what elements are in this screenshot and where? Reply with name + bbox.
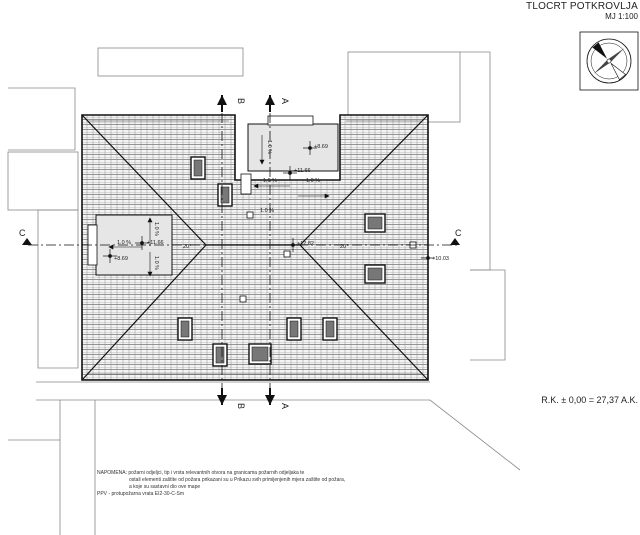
elevation-label: +8.69 <box>114 256 128 262</box>
section-label-c-right: C <box>455 228 462 238</box>
elevation-marker <box>421 251 435 265</box>
slope-label: 1.0 % <box>266 140 272 154</box>
roof-window <box>212 343 228 367</box>
section-label-b-bottom: B <box>236 403 246 409</box>
elevation-marker <box>283 166 297 180</box>
section-label-a-bottom: A <box>280 403 290 409</box>
roof-window <box>248 343 272 365</box>
slope-label: 1.0 % <box>117 240 131 246</box>
note-line: ostali elementi zaštite od požara prikaz… <box>129 477 346 483</box>
roof-window <box>364 264 386 284</box>
roof-window <box>177 317 193 341</box>
section-marker-c-right: C <box>450 228 462 245</box>
section-marker-b-bottom: B <box>217 388 246 409</box>
elevation-label: +8.69 <box>314 144 328 150</box>
elevation-marker <box>286 238 300 252</box>
main-roof <box>81 114 429 381</box>
section-lines <box>28 95 458 405</box>
section-label-b-top: B <box>236 98 246 104</box>
note-line: a koje su sastavni dio ove mape <box>129 484 201 490</box>
elevation-markers <box>103 141 435 265</box>
roof-window <box>217 183 233 207</box>
slope-label: 1.0 % <box>263 178 277 184</box>
section-marker-a-top: A <box>265 95 290 112</box>
elevation-label: +11.66 <box>147 240 164 246</box>
roof-window <box>190 156 206 180</box>
north-arrow-compass-icon <box>579 31 639 91</box>
drawing-title: TLOCRT POTKROVLJA <box>526 1 638 12</box>
reference-elevation: R.K. ± 0,00 = 27,37 A.K. <box>541 395 638 405</box>
elevation-marker <box>135 236 149 250</box>
slope-label: 1.0 % <box>260 208 274 214</box>
roof-pitch-label: 20° <box>183 244 191 250</box>
roof-window <box>286 317 302 341</box>
upper-terrace <box>240 115 339 195</box>
elevation-label: +11.66 <box>294 168 311 174</box>
note-line: NAPOMENA: požarni odjeljci, tip i vrsta … <box>97 470 305 476</box>
roof-pitch-label: 20° <box>340 244 348 250</box>
section-marker-a-bottom: A <box>265 388 290 409</box>
slope-label: 1.0 % <box>153 256 159 270</box>
slope-label: 1.0 % <box>306 178 320 184</box>
section-marker-c-left: C <box>19 228 32 245</box>
site-outlines <box>7 47 521 535</box>
elevation-marker <box>103 249 117 263</box>
section-marker-b-top: B <box>217 95 246 112</box>
fire-safety-note: NAPOMENA: požarni odjeljci, tip i vrsta … <box>97 470 477 498</box>
slope-arrows <box>108 135 330 277</box>
drawing-scale: MJ 1:100 <box>605 12 638 21</box>
elevation-label: +10.03 <box>432 256 449 262</box>
elevation-marker <box>303 141 317 155</box>
section-label-a-top: A <box>280 98 290 104</box>
roof-window <box>322 317 338 341</box>
roof-windows <box>177 156 386 367</box>
section-label-c-left: C <box>19 228 26 238</box>
elevation-label: +12.82 <box>297 241 314 247</box>
note-line: PPV - protupožarna vrata EI2-30-C-Sm <box>97 491 184 497</box>
roof-window <box>364 213 386 233</box>
slope-label: 1.0 % <box>153 222 159 236</box>
